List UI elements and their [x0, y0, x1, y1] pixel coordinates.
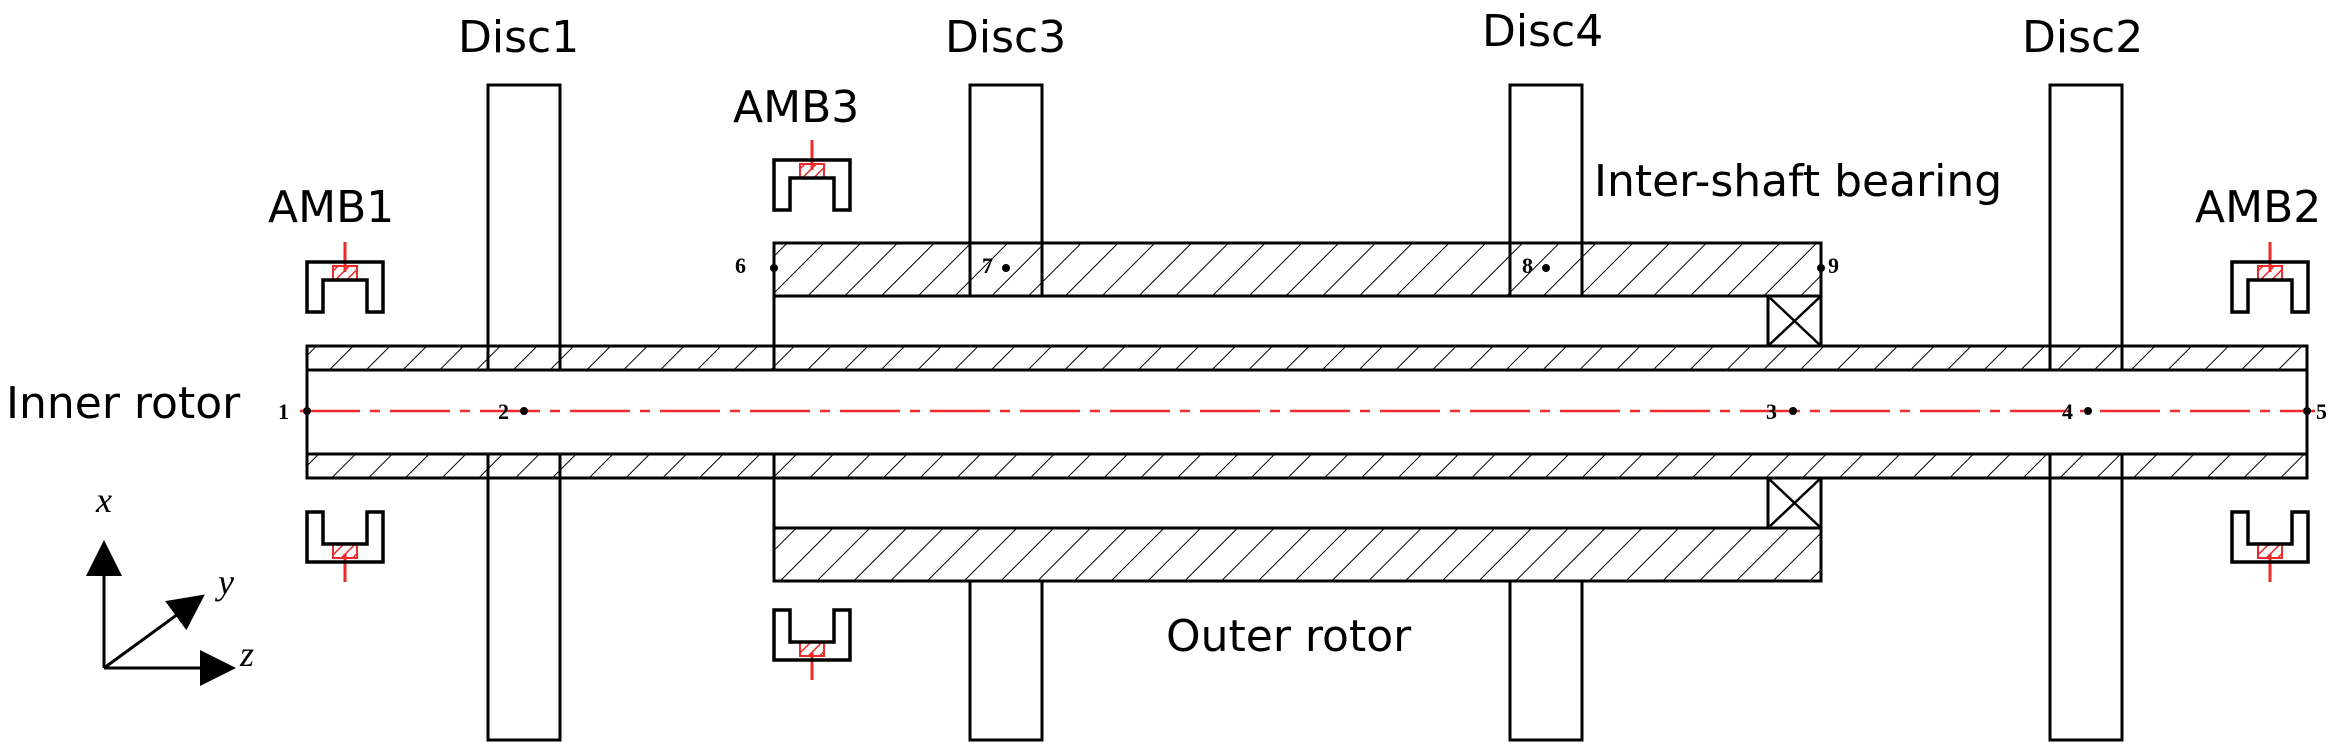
disc3-label: Disc3 — [945, 12, 1066, 63]
amb1-label: AMB1 — [268, 182, 394, 233]
node-label-7: 7 — [982, 253, 993, 278]
node-dot-7 — [1002, 264, 1010, 272]
amb1-top — [305, 242, 385, 314]
inner-rotor-label: Inner rotor — [6, 378, 241, 429]
node-label-2: 2 — [498, 399, 509, 424]
node-dot-8 — [1542, 264, 1550, 272]
axis-z-label: z — [239, 634, 254, 674]
node-label-5: 5 — [2316, 399, 2327, 424]
node-dot-3 — [1789, 407, 1797, 415]
node-label-1: 1 — [278, 399, 289, 424]
node-label-6: 6 — [735, 253, 746, 278]
inter-shaft-bearing-top — [1766, 294, 1823, 348]
inter-shaft-bearing-label: Inter-shaft bearing — [1594, 156, 2002, 207]
disc1-label: Disc1 — [458, 12, 579, 63]
amb3-label: AMB3 — [733, 82, 859, 133]
amb3-top — [772, 140, 852, 212]
inner-rotor-top-wall — [305, 344, 2309, 372]
node-dot-9 — [1817, 264, 1825, 272]
amb2-bottom — [2230, 510, 2310, 582]
node-dot-4 — [2084, 407, 2092, 415]
outer-rotor-top-wall — [772, 241, 1823, 298]
inner-rotor-bottom-wall — [305, 452, 2309, 480]
node-label-3: 3 — [1766, 399, 1777, 424]
node-dot-1 — [303, 407, 311, 415]
inter-shaft-bearing-bottom — [1766, 476, 1823, 530]
amb2-label: AMB2 — [2195, 182, 2321, 233]
coordinate-axes — [86, 540, 236, 686]
node-dot-6 — [770, 264, 778, 272]
inner-rotor — [300, 344, 2315, 480]
node-dot-2 — [520, 407, 528, 415]
node-label-4: 4 — [2062, 399, 2073, 424]
outer-rotor-bottom-wall — [772, 526, 1823, 583]
axis-y-label: y — [215, 562, 234, 602]
node-label-8: 8 — [1522, 253, 1533, 278]
outer-rotor-label: Outer rotor — [1166, 611, 1412, 662]
disc4-label: Disc4 — [1482, 6, 1603, 57]
amb2-top — [2230, 242, 2310, 314]
amb3-bottom — [772, 608, 852, 680]
axis-x-label: x — [95, 480, 112, 520]
node-label-9: 9 — [1828, 253, 1839, 278]
node-dot-5 — [2303, 407, 2311, 415]
disc2-label: Disc2 — [2022, 12, 2143, 63]
amb1-bottom — [305, 510, 385, 582]
